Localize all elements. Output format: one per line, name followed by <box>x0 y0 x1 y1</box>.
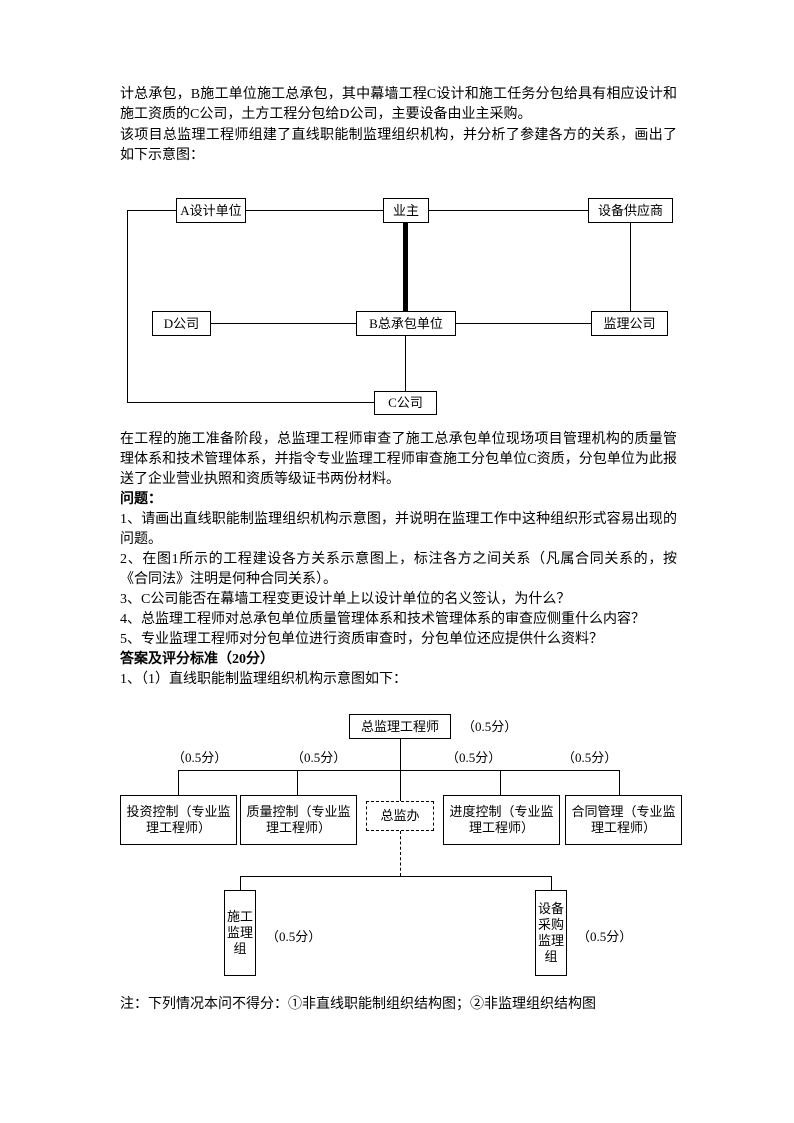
c-company-box: C公司 <box>374 391 437 415</box>
score-label: （0.5分） <box>462 719 518 734</box>
score-label: （0.5分） <box>266 929 322 944</box>
equipment-supplier-box: 设备供应商 <box>588 198 673 223</box>
preparation-paragraph: 在工程的施工准备阶段，总监理工程师审查了施工总承包单位现场项目管理机构的质量管理… <box>120 432 677 487</box>
general-contractor-box: B总承包单位 <box>356 311 456 336</box>
question-item: 3、C公司能否在幕墙工程变更设计单上以设计单位的名义签认，为什么？ <box>120 592 571 607</box>
contract-management-box: 合同管理（专业监理工程师） <box>565 795 682 845</box>
connector-line <box>240 876 551 877</box>
progress-control-box: 进度控制（专业监理工程师） <box>443 795 560 845</box>
question-item: 5、专业监理工程师对分包单位进行资质审查时，分包单位还应提供什么资料？ <box>120 632 603 647</box>
answer-intro: 1、（1）直线职能制监理组织机构示意图如下： <box>120 672 407 687</box>
connector-line <box>240 876 241 890</box>
connector-line <box>178 770 179 795</box>
equipment-group-box: 设备采购监理组 <box>535 890 567 976</box>
connector-line <box>400 770 401 801</box>
supervision-company-box: 监理公司 <box>591 311 668 336</box>
project-paragraph: 该项目总监理工程师组建了直线职能制监理组织机构，并分析了参建各方的关系，画出了如… <box>120 128 677 163</box>
connector-line <box>178 770 620 771</box>
connector-line <box>127 210 128 402</box>
connector-line <box>551 876 552 890</box>
connector-line <box>500 770 501 795</box>
connector-line <box>429 210 588 211</box>
connector-line <box>297 770 298 795</box>
question-item: 2、在图1所示的工程建设各方关系示意图上，标注各方之间关系（凡属合同关系的，按《… <box>120 552 677 587</box>
score-label: （0.5分） <box>577 929 633 944</box>
design-unit-box: A设计单位 <box>176 198 246 223</box>
connector-line <box>127 210 176 211</box>
intro-paragraph: 计总承包，B施工单位施工总承包，其中幕墙工程C设计和施工任务分包给具有相应设计和… <box>120 87 677 122</box>
score-label: （0.5分） <box>562 750 618 765</box>
question-item: 4、总监理工程师对总承包单位质量管理体系和技术管理体系的审查应侧重什么内容？ <box>120 612 645 627</box>
score-label: （0.5分） <box>172 750 228 765</box>
quality-control-box: 质量控制（专业监理工程师） <box>240 795 357 845</box>
investment-control-box: 投资控制（专业监理工程师） <box>120 795 237 845</box>
answers-heading: 答案及评分标准（20分） <box>120 652 274 667</box>
connector-line <box>246 210 383 211</box>
d-company-box: D公司 <box>152 311 211 336</box>
connector-line <box>630 223 631 311</box>
question-item: 1、请画出直线职能制监理组织机构示意图，并说明在监理工作中这种组织形式容易出现的… <box>120 512 677 547</box>
owner-box: 业主 <box>383 198 429 223</box>
chief-office-box: 总监办 <box>366 801 434 831</box>
questions-heading: 问题： <box>120 492 162 507</box>
score-label: （0.5分） <box>291 750 347 765</box>
grading-note: 注：下列情况本问不得分：①非直线职能制组织结构图；②非监理组织结构图 <box>120 997 596 1012</box>
construction-group-box: 施工监理组 <box>224 890 256 976</box>
connector-line <box>619 770 620 795</box>
dashed-connector-line <box>400 831 401 876</box>
connector-line <box>211 323 356 324</box>
score-label: （0.5分） <box>446 750 502 765</box>
connector-line-thick <box>403 223 408 311</box>
chief-engineer-box: 总监理工程师 <box>349 714 451 739</box>
connector-line <box>405 336 406 391</box>
connector-line <box>456 323 591 324</box>
connector-line <box>400 739 401 770</box>
connector-line <box>127 402 374 403</box>
